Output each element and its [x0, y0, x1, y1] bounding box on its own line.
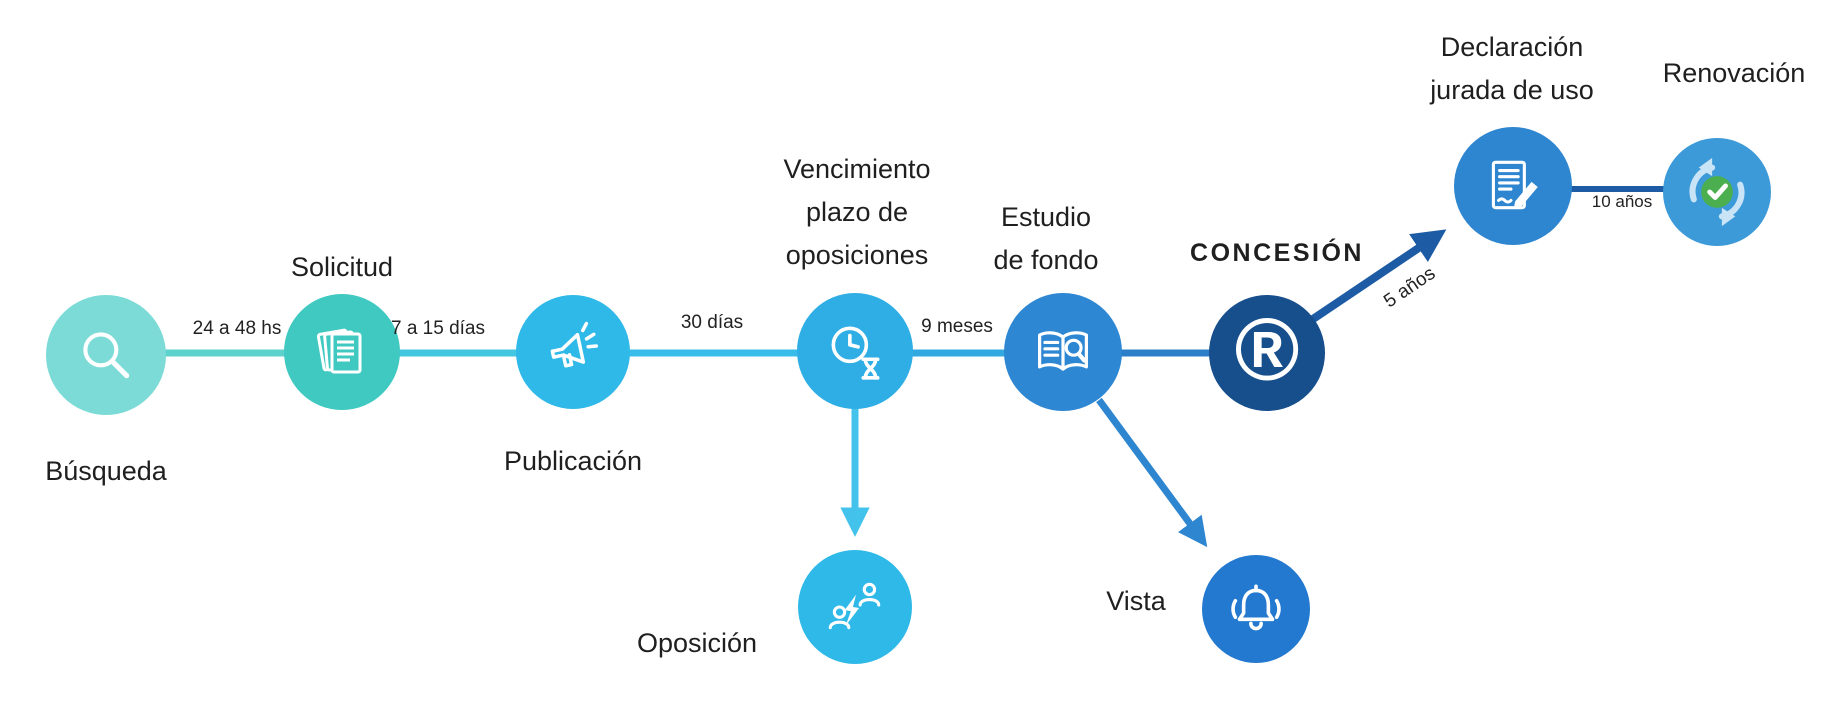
edge-label-solicitud-publicacion: 7 a 15 días	[390, 318, 486, 339]
clock-hourglass-icon	[822, 318, 888, 384]
node-concesion: ®	[1209, 295, 1325, 411]
node-label-renovacion: Renovación	[1662, 58, 1806, 88]
node-label-busqueda: Búsqueda	[45, 456, 167, 486]
node-label-oposicion: Oposición	[636, 628, 758, 658]
document-pencil-icon	[1480, 153, 1546, 219]
magnifier-icon	[73, 322, 139, 388]
edge-label-declaracion-renovacion: 10 años	[1588, 192, 1656, 212]
node-declaracion	[1454, 127, 1572, 245]
edge-label-publicacion-vencimiento: 30 días	[680, 312, 744, 333]
registered-mark-icon: ®	[1234, 300, 1300, 399]
book-search-icon	[1029, 318, 1097, 386]
node-publicacion	[516, 295, 630, 409]
node-vencimiento	[797, 293, 913, 409]
conflict-icon	[822, 574, 888, 640]
documents-icon	[310, 320, 374, 384]
node-busqueda	[46, 295, 166, 415]
node-oposicion	[798, 550, 912, 664]
node-label-vista: Vista	[1106, 586, 1166, 616]
node-label-declaracion: Declaración jurada de uso	[1430, 32, 1594, 105]
node-label-estudio: Estudio de fondo	[993, 202, 1099, 275]
node-label-publicacion: Publicación	[503, 446, 643, 476]
node-solicitud	[284, 294, 400, 410]
edge-label-busqueda-solicitud: 24 a 48 hs	[192, 318, 282, 339]
node-label-solicitud: Solicitud	[290, 252, 394, 282]
renewal-check-icon	[1678, 153, 1756, 231]
megaphone-icon	[541, 320, 605, 384]
node-renovacion	[1663, 138, 1771, 246]
node-estudio	[1004, 293, 1122, 411]
bell-icon	[1223, 576, 1289, 642]
node-label-vencimiento: Vencimiento plazo de oposiciones	[783, 154, 931, 270]
node-label-concesion: CONCESIÓN	[1190, 239, 1364, 267]
node-vista	[1202, 555, 1310, 663]
edge-label-vencimiento-estudio: 9 meses	[921, 316, 993, 337]
